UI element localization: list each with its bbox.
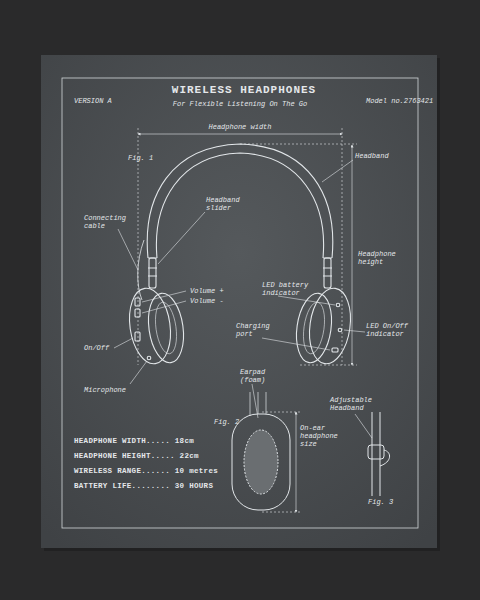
- cup-right-pad: [292, 291, 335, 365]
- part-label: On/Off: [84, 344, 124, 352]
- headband-outer: [147, 144, 332, 258]
- part-label: Headband slider: [206, 196, 248, 212]
- spec-line: WIRELESS RANGE...... 10 metres: [74, 467, 234, 475]
- part-label: Adjustable Headband: [330, 396, 380, 412]
- headband-ends: [148, 257, 332, 258]
- led-battery: [336, 303, 340, 307]
- slider-marks: [148, 268, 332, 276]
- earpad-fig2: [232, 392, 290, 510]
- leader-slider: [158, 212, 205, 264]
- slider-left: [149, 258, 156, 288]
- part-label: Connecting cable: [84, 214, 128, 230]
- leader-onoff: [114, 338, 133, 348]
- part-label: LED battery indicator: [262, 281, 314, 297]
- figure-label: Fig. 2: [214, 418, 254, 426]
- leader-cable: [118, 229, 138, 270]
- microphone-hole: [147, 356, 151, 360]
- leader-earpad: [252, 384, 258, 418]
- leader-vol-up: [142, 291, 186, 302]
- dimension-label: On-ear headphone size: [300, 424, 346, 448]
- height-ext: [240, 144, 357, 365]
- leader-headband: [322, 160, 353, 182]
- title: WIRELESS HEADPHONES: [4, 84, 480, 96]
- canvas: [41, 55, 437, 548]
- subtitle: For Flexible Listening On The Go: [140, 100, 340, 108]
- dimension-label: Headphone width: [195, 123, 285, 131]
- leader-adjust: [355, 414, 372, 438]
- leader-mic: [130, 361, 147, 384]
- spec-line: HEADPHONE WIDTH..... 18cm: [74, 437, 234, 445]
- part-label: Headband: [355, 152, 405, 160]
- part-label: Volume +: [190, 287, 240, 295]
- leader-charging: [262, 338, 330, 350]
- size-dim: [296, 412, 297, 512]
- height-dim: [352, 145, 353, 365]
- band-fig3: [368, 412, 390, 496]
- button-vol-down: [135, 309, 140, 317]
- led-onoff: [338, 328, 342, 332]
- earpad-cables: [250, 392, 266, 416]
- cup-right-housing: [305, 286, 355, 367]
- button-vol-up: [135, 298, 140, 306]
- part-label: Charging port: [236, 322, 278, 338]
- part-label: Volume -: [190, 297, 240, 305]
- cup-left-housing: [125, 286, 175, 367]
- dimension-label: Headphone height: [358, 250, 404, 266]
- version-tag: VERSION A: [74, 97, 134, 105]
- slider-right: [324, 258, 331, 288]
- width-dim: [138, 134, 342, 135]
- leader-led-battery: [278, 296, 335, 305]
- leader-vol-down: [142, 301, 186, 313]
- inner-border: [62, 78, 418, 528]
- leader-led-onoff: [344, 330, 365, 332]
- figure-label: Fig. 3: [368, 498, 408, 506]
- charging-port: [332, 348, 338, 352]
- figure-label: Fig. 1: [128, 154, 168, 162]
- button-onoff: [135, 332, 140, 341]
- band-slider: [368, 445, 384, 459]
- spec-line: HEADPHONE HEIGHT..... 22cm: [74, 452, 234, 460]
- model-number: Model no.2763421: [366, 97, 436, 105]
- part-label: Microphone: [84, 386, 134, 394]
- headphones-fig1: [125, 144, 355, 366]
- spec-line: BATTERY LIFE........ 30 HOURS: [74, 482, 234, 490]
- earpad-center: [244, 430, 278, 494]
- band-loop: [380, 450, 390, 466]
- part-label: Earpad (foam): [240, 368, 280, 384]
- band-rails: [372, 412, 380, 496]
- earpad-outer: [232, 414, 290, 510]
- headband-inner: [156, 153, 323, 258]
- width-ext: [138, 128, 342, 365]
- part-label: LED On/Off indicator: [366, 322, 412, 338]
